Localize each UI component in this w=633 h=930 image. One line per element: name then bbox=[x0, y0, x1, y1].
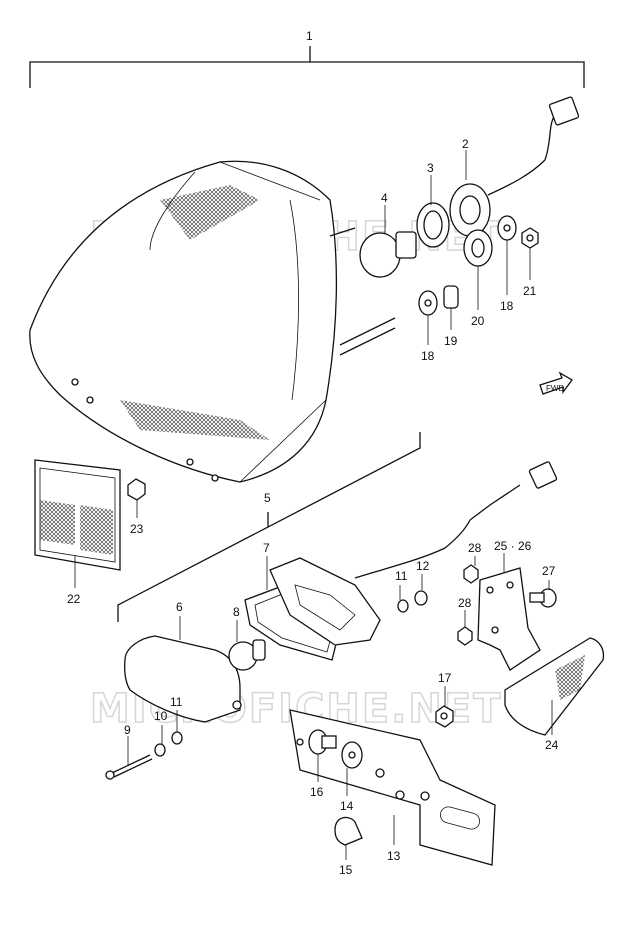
callout-7: 7 bbox=[263, 541, 270, 555]
callout-10: 10 bbox=[154, 709, 168, 723]
license-lamp-housing bbox=[269, 461, 558, 646]
leader-lines bbox=[74, 150, 553, 860]
callout-labels: 1 2 3 4 18 19 20 18 21 22 23 5 6 7 8 9 1… bbox=[67, 29, 559, 877]
callout-17: 17 bbox=[438, 671, 452, 685]
bulb-4 bbox=[359, 231, 417, 278]
callout-23: 23 bbox=[130, 522, 144, 536]
callout-28a: 28 bbox=[468, 541, 482, 555]
callout-16: 16 bbox=[310, 785, 324, 799]
callout-28b: 28 bbox=[458, 596, 472, 610]
collar-19 bbox=[443, 285, 459, 309]
washer-11a bbox=[171, 731, 183, 745]
nut-28b bbox=[457, 626, 473, 646]
callout-8: 8 bbox=[233, 605, 240, 619]
callout-18a: 18 bbox=[421, 349, 435, 363]
callout-1: 1 bbox=[306, 29, 313, 43]
nut-28a bbox=[463, 564, 479, 584]
reflector-22 bbox=[34, 459, 121, 571]
nut-17 bbox=[435, 705, 454, 728]
license-plate-bracket-13 bbox=[289, 709, 496, 866]
callout-11a: 11 bbox=[170, 695, 183, 709]
callout-24: 24 bbox=[545, 738, 559, 752]
washer-14 bbox=[341, 741, 363, 769]
bulb-8 bbox=[228, 639, 266, 671]
nut-12 bbox=[414, 590, 428, 606]
callout-6: 6 bbox=[176, 600, 183, 614]
screw-27 bbox=[529, 588, 557, 608]
assembly-bracket-1 bbox=[29, 46, 585, 88]
callout-20: 20 bbox=[471, 314, 485, 328]
callout-11b: 11 bbox=[395, 569, 408, 583]
callout-15: 15 bbox=[339, 863, 353, 877]
gasket-3 bbox=[416, 202, 450, 248]
callout-18b: 18 bbox=[500, 299, 514, 313]
callout-19: 19 bbox=[444, 334, 458, 348]
nut-21 bbox=[521, 227, 539, 249]
washer-10 bbox=[154, 743, 166, 757]
license-lamp-lens-6 bbox=[124, 635, 242, 723]
callout-4: 4 bbox=[381, 191, 388, 205]
washer-18a bbox=[418, 290, 438, 316]
socket-2 bbox=[449, 96, 580, 237]
washer-11b bbox=[397, 599, 409, 613]
svg-text:FWD: FWD bbox=[546, 384, 564, 393]
callout-12: 12 bbox=[416, 559, 430, 573]
callout-25-26: 25 · 26 bbox=[494, 539, 532, 553]
tail-lamp-housing bbox=[29, 160, 396, 483]
screw-9 bbox=[105, 754, 153, 780]
callout-22: 22 bbox=[67, 592, 81, 606]
callout-9: 9 bbox=[124, 723, 131, 737]
callout-13: 13 bbox=[387, 849, 401, 863]
grommet-20 bbox=[463, 229, 493, 267]
grommet-15 bbox=[334, 816, 363, 846]
callout-2: 2 bbox=[462, 137, 469, 151]
callout-21: 21 bbox=[523, 284, 537, 298]
fwd-arrow: FWD bbox=[539, 371, 573, 395]
nut-23 bbox=[127, 478, 146, 501]
callout-5: 5 bbox=[264, 491, 271, 505]
reflector-24 bbox=[504, 637, 605, 736]
reflector-bracket-25-26 bbox=[477, 567, 541, 671]
callout-14: 14 bbox=[340, 799, 354, 813]
callout-27: 27 bbox=[542, 564, 556, 578]
washer-18b bbox=[497, 215, 517, 241]
assembly-bracket-5 bbox=[117, 432, 421, 622]
callout-3: 3 bbox=[427, 161, 434, 175]
